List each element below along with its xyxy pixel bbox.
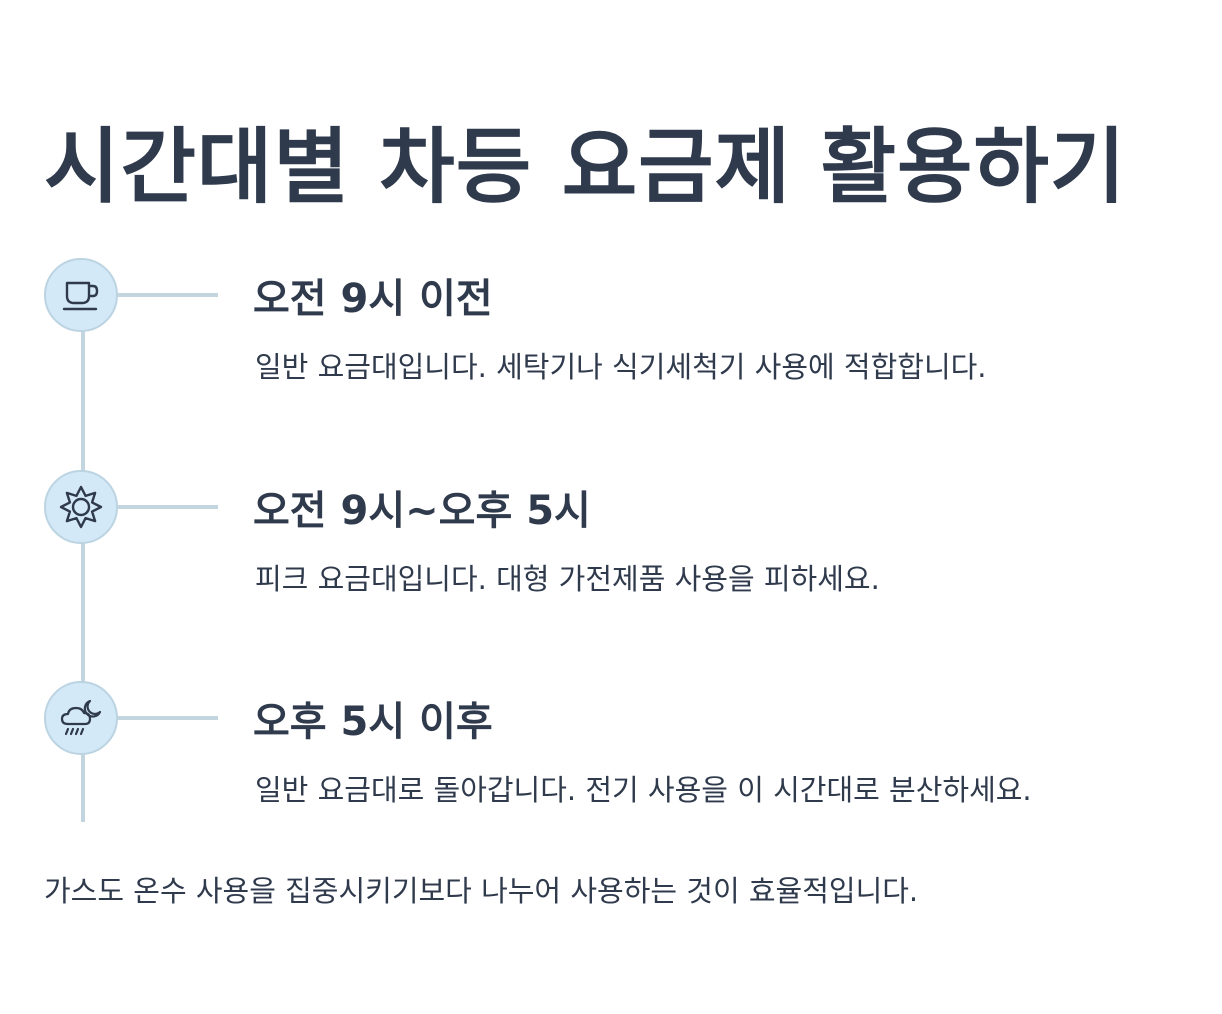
timeline-item-daytime: 오전 9시~오후 5시 피크 요금대입니다. 대형 가전제품 사용을 피하세요. [0,470,1222,596]
timeline-connector [118,293,218,297]
timeline-connector [118,505,218,509]
item-title: 오후 5시 이후 [253,699,493,745]
item-description: 일반 요금대로 돌아갑니다. 전기 사용을 이 시간대로 분산하세요. [255,773,1032,807]
item-title: 오전 9시 이전 [253,276,493,322]
item-description: 일반 요금대입니다. 세탁기나 식기세척기 사용에 적합합니다. [255,350,987,384]
sun-icon [59,485,103,529]
timeline-item-morning: 오전 9시 이전 일반 요금대입니다. 세탁기나 식기세척기 사용에 적합합니다… [0,258,1222,384]
night-rain-icon [60,699,102,736]
timeline-node [44,470,118,544]
timeline-connector [118,716,218,720]
timeline-vertical-line [81,295,85,822]
timeline-node [44,681,118,755]
footer-note: 가스도 온수 사용을 집중시키기보다 나누어 사용하는 것이 효율적입니다. [44,874,919,908]
timeline-node [44,258,118,332]
item-title: 오전 9시~오후 5시 [253,488,591,534]
timeline-item-evening: 오후 5시 이후 일반 요금대로 돌아갑니다. 전기 사용을 이 시간대로 분산… [0,681,1222,807]
page-title: 시간대별 차등 요금제 활용하기 [44,120,1127,215]
item-description: 피크 요금대입니다. 대형 가전제품 사용을 피하세요. [255,562,880,596]
coffee-cup-icon [62,281,99,311]
